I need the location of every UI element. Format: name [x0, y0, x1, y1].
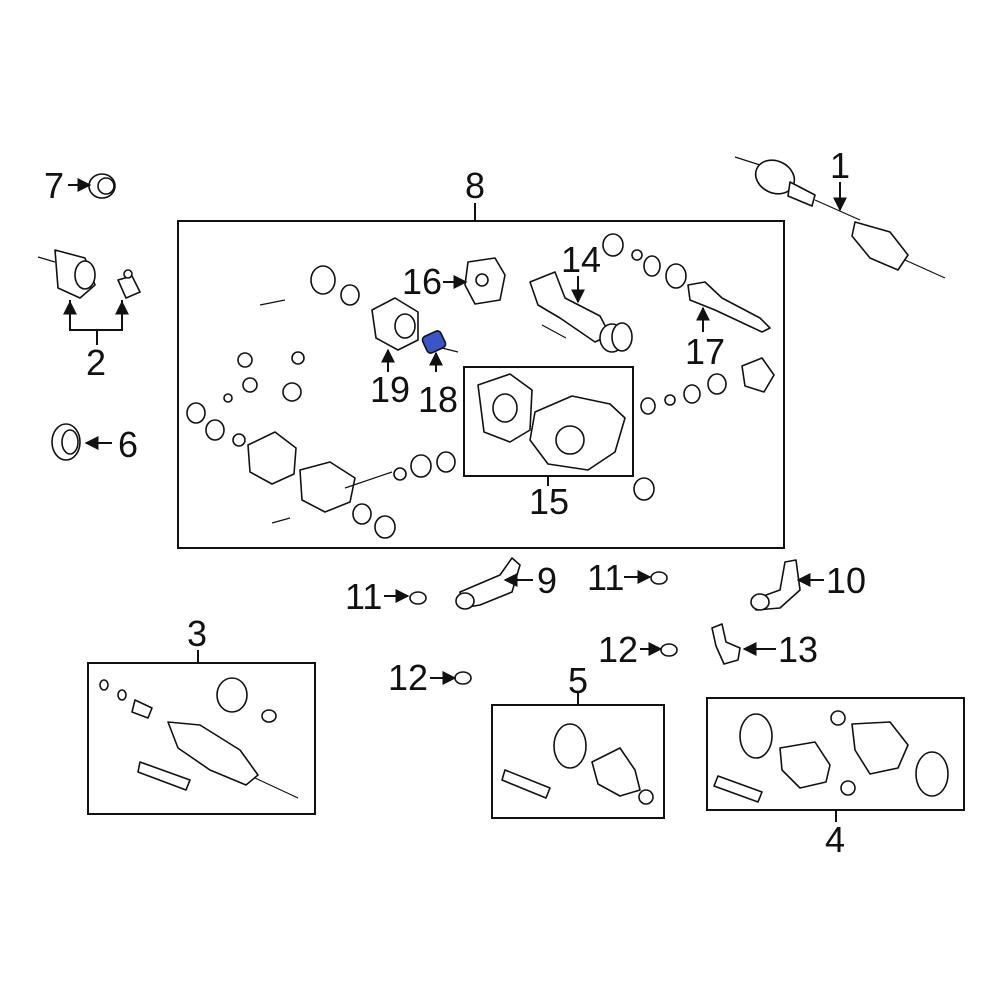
- part-2-joint[interactable]: [37, 249, 141, 299]
- part-12-nut-right[interactable]: [660, 643, 678, 657]
- callout-3[interactable]: 3: [187, 613, 207, 654]
- part-3-boot-kit[interactable]: [99, 677, 299, 799]
- callout-5[interactable]: 5: [568, 660, 588, 701]
- callout-14[interactable]: 14: [561, 239, 601, 280]
- small-gears: [186, 265, 775, 539]
- callout-11-right[interactable]: 11: [587, 557, 624, 598]
- part-17-axle-shaft[interactable]: [687, 281, 771, 333]
- callout-12-right[interactable]: 12: [598, 629, 638, 670]
- callout-8[interactable]: 8: [465, 165, 485, 206]
- callout-16[interactable]: 16: [402, 261, 442, 302]
- differential-case: [247, 431, 393, 513]
- callout-10[interactable]: 10: [826, 560, 866, 601]
- callout-17[interactable]: 17: [685, 331, 725, 372]
- callout-2[interactable]: 2: [86, 342, 106, 383]
- part-7-bushing[interactable]: [88, 173, 116, 199]
- part-5-boot-kit[interactable]: [501, 723, 654, 805]
- part-6-seal[interactable]: [51, 423, 81, 461]
- callout-4[interactable]: 4: [825, 819, 845, 860]
- callout-labels: 1 2 3 4 5 6 7 8 9 10 11 11 12 12 13 14 1…: [44, 145, 866, 860]
- callout-7[interactable]: 7: [44, 165, 64, 206]
- group-box-3: [87, 662, 316, 815]
- callout-18[interactable]: 18: [418, 379, 458, 420]
- leader-lines: [68, 178, 847, 822]
- group-box-8: [177, 220, 785, 549]
- part-18-pinion-nut[interactable]: [421, 330, 459, 355]
- callout-1[interactable]: 1: [830, 145, 850, 186]
- part-19-flange[interactable]: [371, 297, 419, 351]
- callout-11-left[interactable]: 11: [345, 576, 382, 617]
- part-16-bracket[interactable]: [464, 257, 506, 305]
- part-13-breather[interactable]: [711, 623, 741, 665]
- bearings-upper-right: [602, 233, 687, 289]
- callout-12-left[interactable]: 12: [388, 657, 428, 698]
- part-11-nut-right[interactable]: [650, 571, 668, 585]
- callout-15[interactable]: 15: [529, 481, 569, 522]
- part-4-boot-kit[interactable]: [713, 710, 949, 803]
- callout-9[interactable]: 9: [537, 560, 557, 601]
- part-12-nut-left[interactable]: [454, 671, 472, 685]
- callout-13[interactable]: 13: [778, 629, 818, 670]
- callout-6[interactable]: 6: [118, 424, 138, 465]
- leader-2: [69, 300, 123, 331]
- part-1-drive-shaft[interactable]: [734, 154, 946, 279]
- part-10-mount-bracket[interactable]: [750, 559, 801, 611]
- part-11-nut-left[interactable]: [409, 591, 427, 605]
- callout-19[interactable]: 19: [370, 369, 410, 410]
- part-15-carrier-housing[interactable]: [477, 373, 626, 471]
- part-9-mount-bracket[interactable]: [455, 557, 521, 610]
